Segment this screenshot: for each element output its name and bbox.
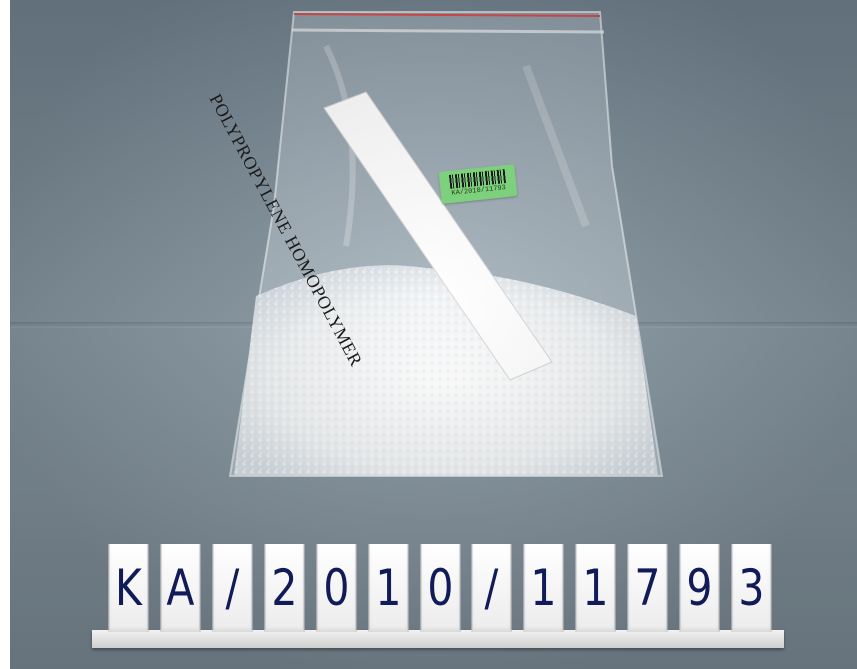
label-strip [323,91,553,381]
plate-char: 1 [575,544,616,632]
plate-char: 7 [627,544,668,632]
bag-graphic [228,11,664,477]
plate-char: 1 [368,544,409,632]
plate-char: 9 [679,544,720,632]
plate-cards: K A / 2 0 1 0 / 1 1 7 9 3 [104,544,776,634]
plate-char: / [212,544,253,632]
plate-char: 3 [731,544,772,632]
plate-base [92,630,784,648]
plate-char: 2 [264,544,305,632]
plastic-bag [226,6,666,486]
bag-seal [293,13,601,17]
plate-char: / [471,544,512,632]
photo-scene [10,0,857,669]
plate-char: 0 [316,544,357,632]
plate-char: 0 [419,544,461,632]
registration-plate: K A / 2 0 1 0 / 1 1 7 9 3 [92,544,784,648]
plate-char: K [108,544,149,632]
plate-char: A [160,544,201,632]
plate-char: 1 [523,544,564,632]
